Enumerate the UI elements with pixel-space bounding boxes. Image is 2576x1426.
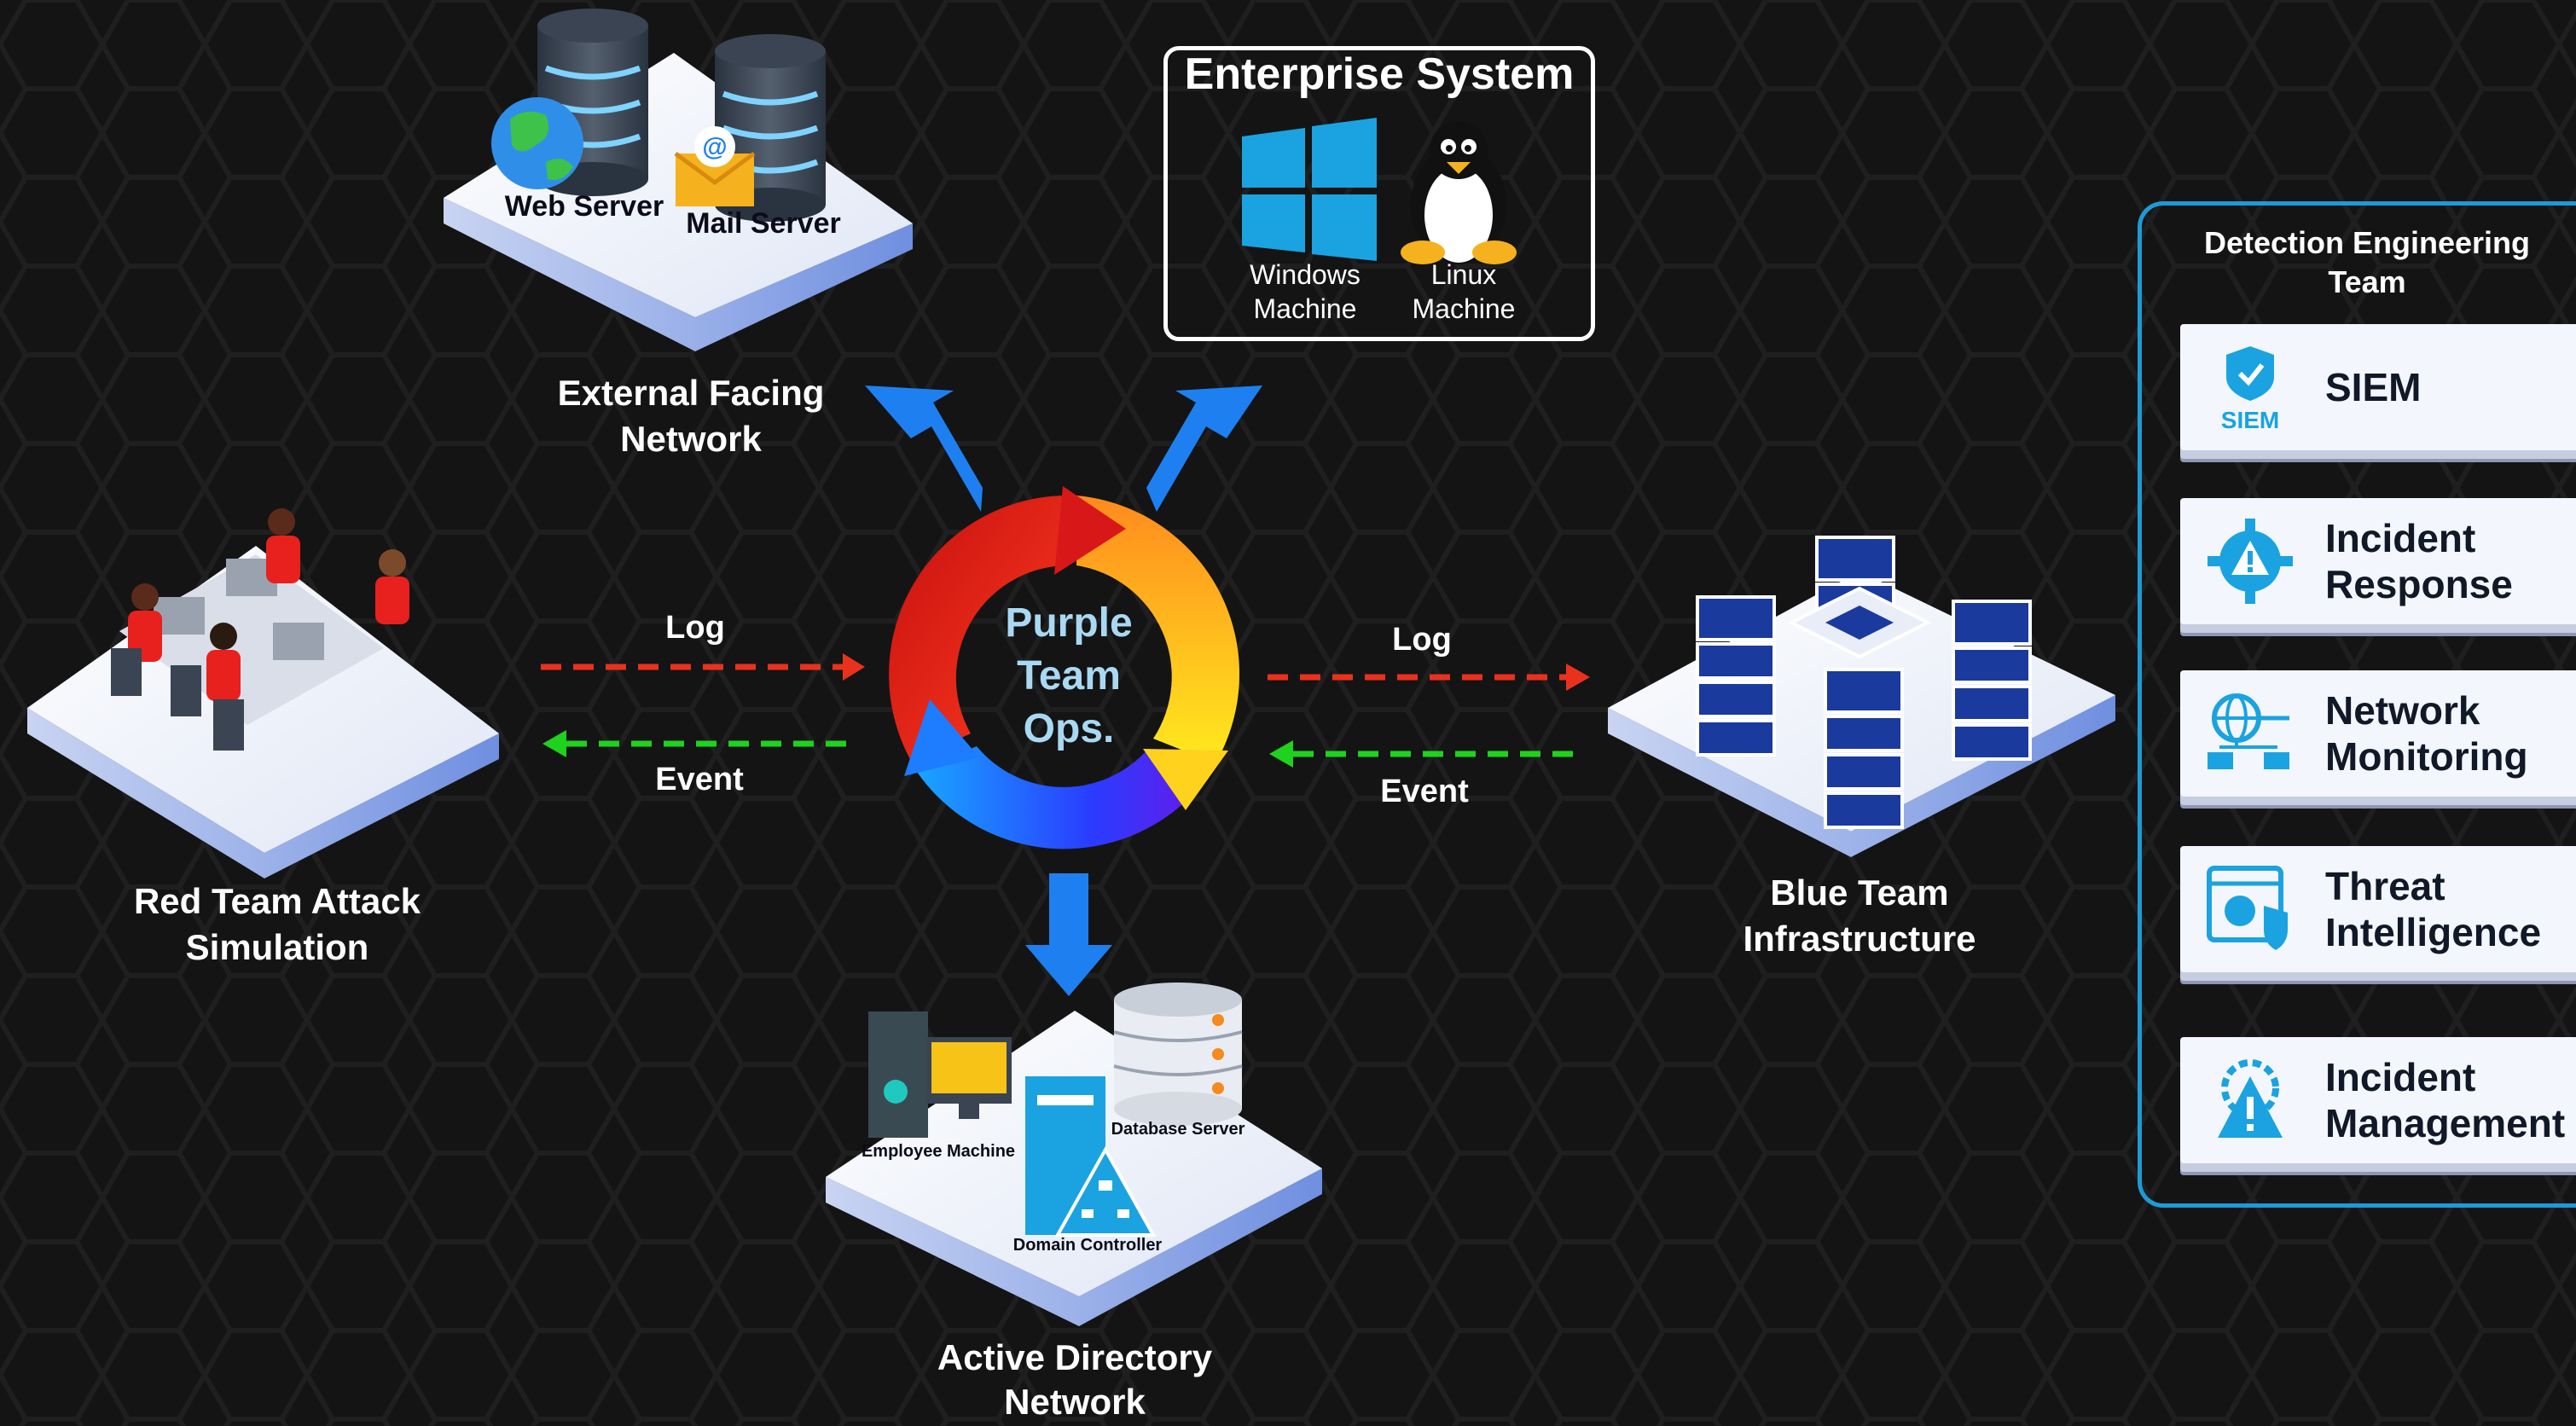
employee-machine-icon <box>868 1012 1012 1138</box>
center-title: Purple Team Ops. <box>1005 600 1133 751</box>
detection-item-label: SIEM <box>2325 365 2422 409</box>
detection-item-network-monitoring: Network Monitoring <box>2180 670 2576 797</box>
detection-item-threat-intelligence: Threat Intelligence <box>2180 846 2576 972</box>
mail-envelope-icon: @ <box>674 126 756 206</box>
enterprise-system-box <box>1163 46 1595 341</box>
detection-team-title: Detection Engineering Team <box>2203 225 2531 299</box>
red-team-log-arrow <box>541 653 865 681</box>
blue-team-log-label: Log <box>1392 622 1452 658</box>
active-directory-label: Active Directory Network <box>937 1337 1213 1422</box>
purple-team-ring <box>889 486 1240 849</box>
detection-item-incident-response: Incident Response <box>2180 498 2576 624</box>
gear-warning-icon <box>2208 519 2293 604</box>
external-network-label: External Facing Network <box>557 373 825 459</box>
enterprise-system-title: Enterprise System <box>1184 49 1575 99</box>
globe-icon <box>491 97 583 189</box>
web-server-label: Web Server <box>504 190 664 223</box>
svg-text:@: @ <box>702 133 727 161</box>
red-team-workers-illustration <box>111 508 409 751</box>
arrow-to-external-network <box>865 385 983 512</box>
linux-penguin-icon <box>1401 121 1517 264</box>
domain-controller-label: Domain Controller <box>1012 1236 1163 1255</box>
siem-shield-icon: SIEM <box>2221 346 2279 433</box>
database-server-label: Database Server <box>1111 1120 1245 1139</box>
warning-gear-icon <box>2218 1059 2283 1138</box>
detection-item-label: Network Monitoring <box>2325 688 2528 779</box>
svg-text:SIEM: SIEM <box>2221 407 2279 433</box>
blue-team-event-arrow <box>1269 740 1580 768</box>
red-team-event-arrow <box>542 730 853 757</box>
windows-logo-icon <box>1242 118 1377 261</box>
red-team-event-label: Event <box>655 762 744 797</box>
database-server-icon <box>1113 983 1243 1126</box>
detection-item-label: Incident Management <box>2325 1055 2566 1145</box>
detection-engineering-panel <box>2138 201 2576 1208</box>
blue-team-event-label: Event <box>1380 774 1469 809</box>
detection-item-incident-management: Incident Management <box>2180 1037 2576 1163</box>
bug-shield-icon <box>2207 866 2288 950</box>
windows-machine-label: Windows Machine <box>1250 259 1361 324</box>
server-cluster-illustration <box>1696 536 2032 829</box>
detection-item-label: Incident Response <box>2325 516 2513 606</box>
blue-team-log-arrow <box>1268 664 1590 691</box>
detection-item-label: Threat Intelligence <box>2325 864 2542 954</box>
employee-machine-label: Employee Machine <box>861 1142 1016 1161</box>
domain-controller-icon <box>1025 1076 1157 1237</box>
arrow-to-enterprise-system <box>1146 385 1262 512</box>
arrow-to-active-directory <box>1025 873 1112 996</box>
red-team-log-label: Log <box>665 610 725 646</box>
linux-machine-label: Linux Machine <box>1412 259 1516 324</box>
globe-network-icon <box>2208 693 2289 769</box>
mail-server-label: Mail Server <box>686 207 841 240</box>
detection-item-siem: SIEM SIEM <box>2180 324 2576 450</box>
red-team-label: Red Team Attack Simulation <box>133 881 421 967</box>
blue-team-label: Blue Team Infrastructure <box>1743 872 1976 959</box>
